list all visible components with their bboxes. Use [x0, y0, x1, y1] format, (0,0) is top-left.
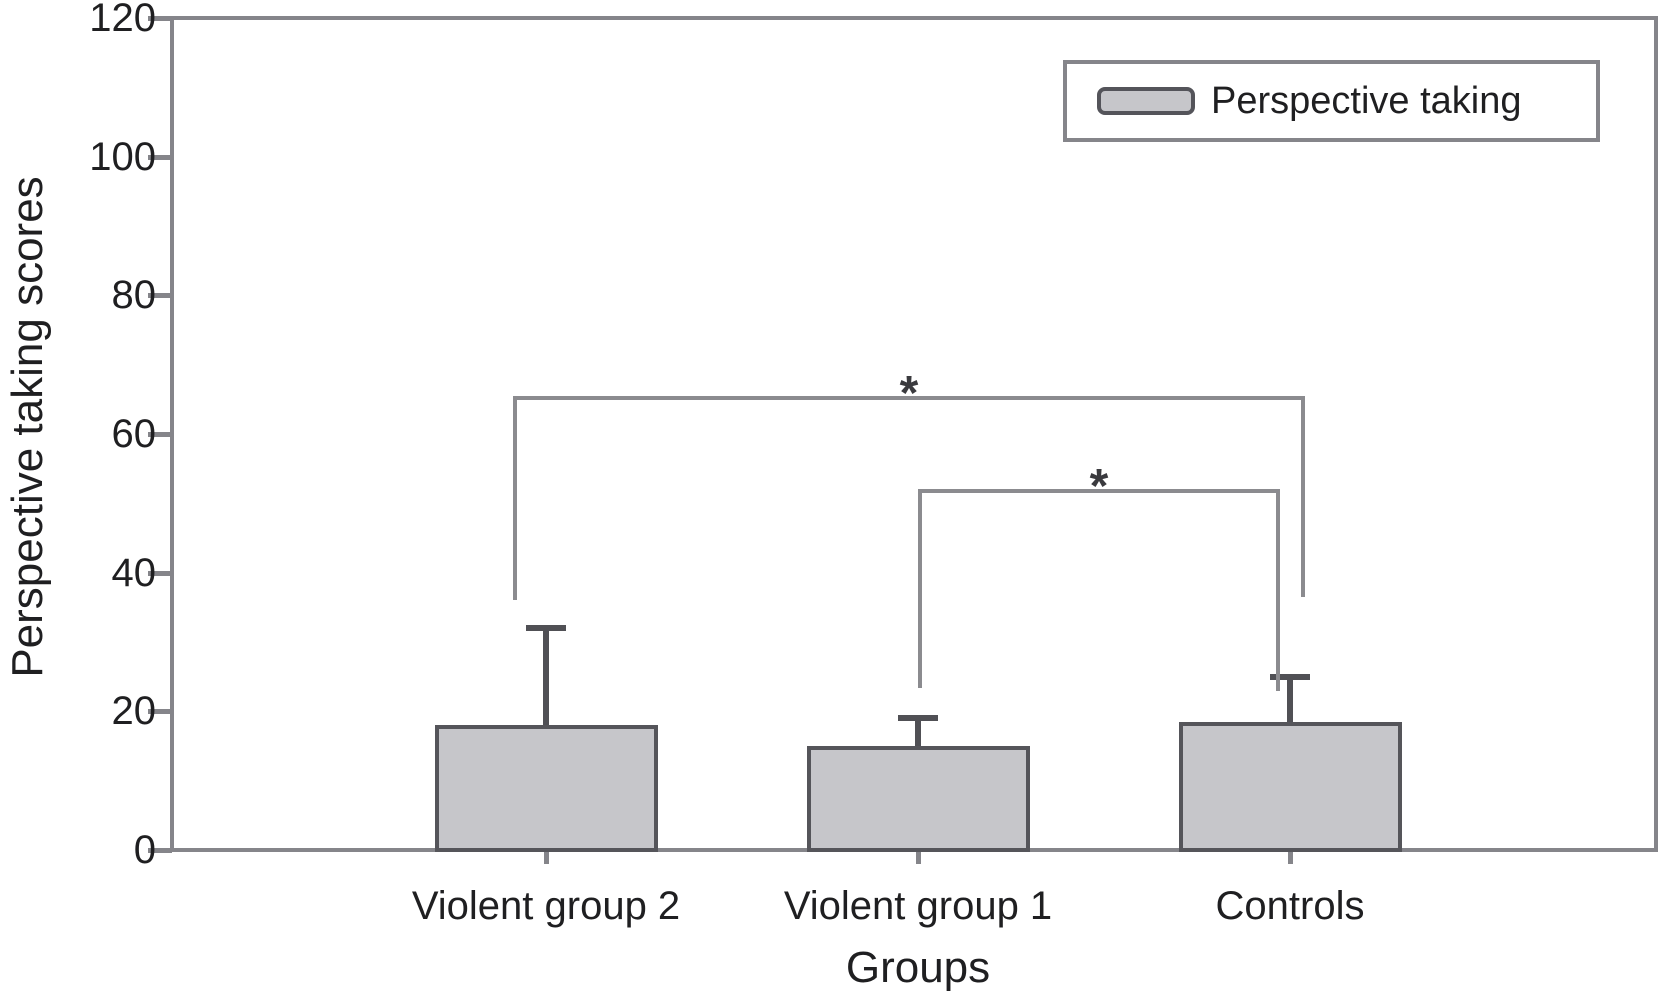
error-bar-cap	[898, 715, 938, 722]
significance-bracket	[918, 489, 1280, 494]
significance-asterisk: *	[899, 366, 919, 420]
y-tick-label: 80	[111, 273, 157, 318]
x-category-label: Violent group 2	[411, 884, 681, 928]
bar	[1178, 721, 1402, 852]
y-tick-label: 20	[111, 689, 157, 734]
error-bar-stem	[543, 628, 549, 726]
significance-bracket-leg	[1276, 489, 1280, 691]
significance-asterisk: *	[1089, 460, 1109, 514]
legend-label: Perspective taking	[1211, 80, 1522, 122]
y-tick-mark	[148, 570, 172, 576]
x-tick-mark	[1288, 852, 1293, 864]
y-tick-mark	[148, 16, 172, 21]
significance-bracket-leg	[1301, 395, 1305, 597]
y-tick-label: 60	[111, 412, 157, 456]
x-tick-mark	[916, 852, 921, 864]
error-bar-cap	[526, 625, 566, 632]
error-bar-cap	[1270, 673, 1310, 680]
y-axis-title: Perspective taking scores	[3, 176, 52, 678]
error-bar-stem	[1287, 676, 1293, 722]
y-tick-label: 100	[89, 134, 156, 179]
significance-bracket-leg	[513, 395, 517, 601]
error-bar-stem	[915, 718, 921, 746]
y-tick-mark	[148, 154, 172, 160]
significance-bracket	[513, 395, 1305, 400]
y-tick-mark	[148, 848, 172, 853]
x-axis-title: Groups	[845, 943, 991, 992]
bar	[806, 746, 1030, 852]
legend: Perspective taking	[1063, 60, 1600, 142]
y-tick-mark	[148, 709, 172, 715]
y-tick-label: 120	[89, 0, 156, 40]
y-tick-mark	[148, 432, 172, 437]
x-category-label: Controls	[1215, 884, 1365, 928]
x-category-label: Violent group 1	[783, 884, 1053, 928]
significance-bracket-leg	[918, 489, 922, 689]
y-tick-label: 0	[133, 828, 156, 872]
y-tick-mark	[148, 293, 172, 299]
bar	[434, 725, 658, 852]
y-tick-label: 40	[111, 550, 157, 595]
x-tick-mark	[544, 852, 549, 864]
legend-swatch	[1097, 87, 1195, 115]
